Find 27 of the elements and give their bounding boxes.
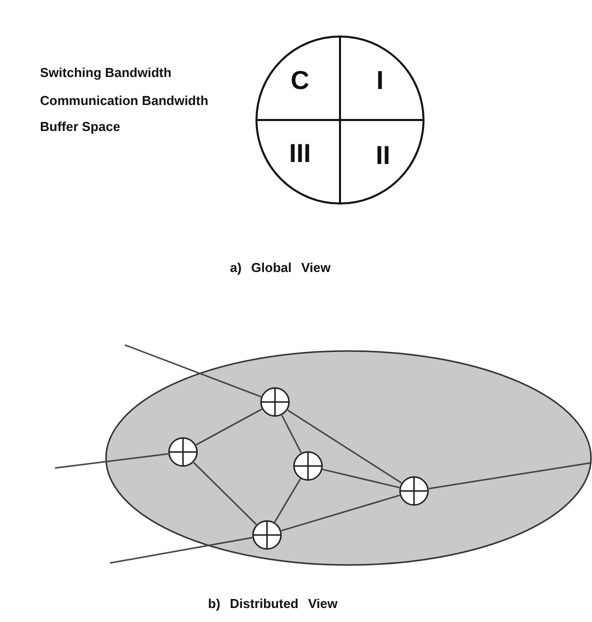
junction-circle (168, 437, 198, 467)
text-line: Buffer Space (40, 119, 120, 134)
text-line: Switching Bandwidth (40, 65, 172, 80)
connector-line (196, 408, 262, 446)
connector-line (124, 344, 262, 398)
quadrant-label: II (376, 142, 390, 168)
figure-caption: a) Global View (230, 260, 331, 275)
connector-line (428, 462, 590, 490)
quadrant-label: III (289, 140, 311, 166)
quadrant-label: C (290, 67, 310, 93)
region-ellipse (105, 350, 592, 566)
junction-circle (399, 476, 429, 506)
connector-line (110, 536, 252, 564)
quadrant-circle (255, 35, 425, 205)
junction-circle (260, 387, 290, 417)
connector-line (274, 478, 301, 522)
figure-caption: b) Distributed View (208, 596, 338, 611)
connector-line (287, 409, 402, 484)
junction-circle (252, 520, 282, 550)
junction-circle (293, 451, 323, 481)
connector-line (54, 453, 168, 469)
connector-line (322, 468, 400, 488)
quadrant-label: I (376, 67, 384, 93)
connector-line (193, 462, 257, 525)
connector-line (281, 494, 400, 532)
connector-line (281, 414, 302, 454)
text-line: Communication Bandwidth (40, 93, 208, 108)
